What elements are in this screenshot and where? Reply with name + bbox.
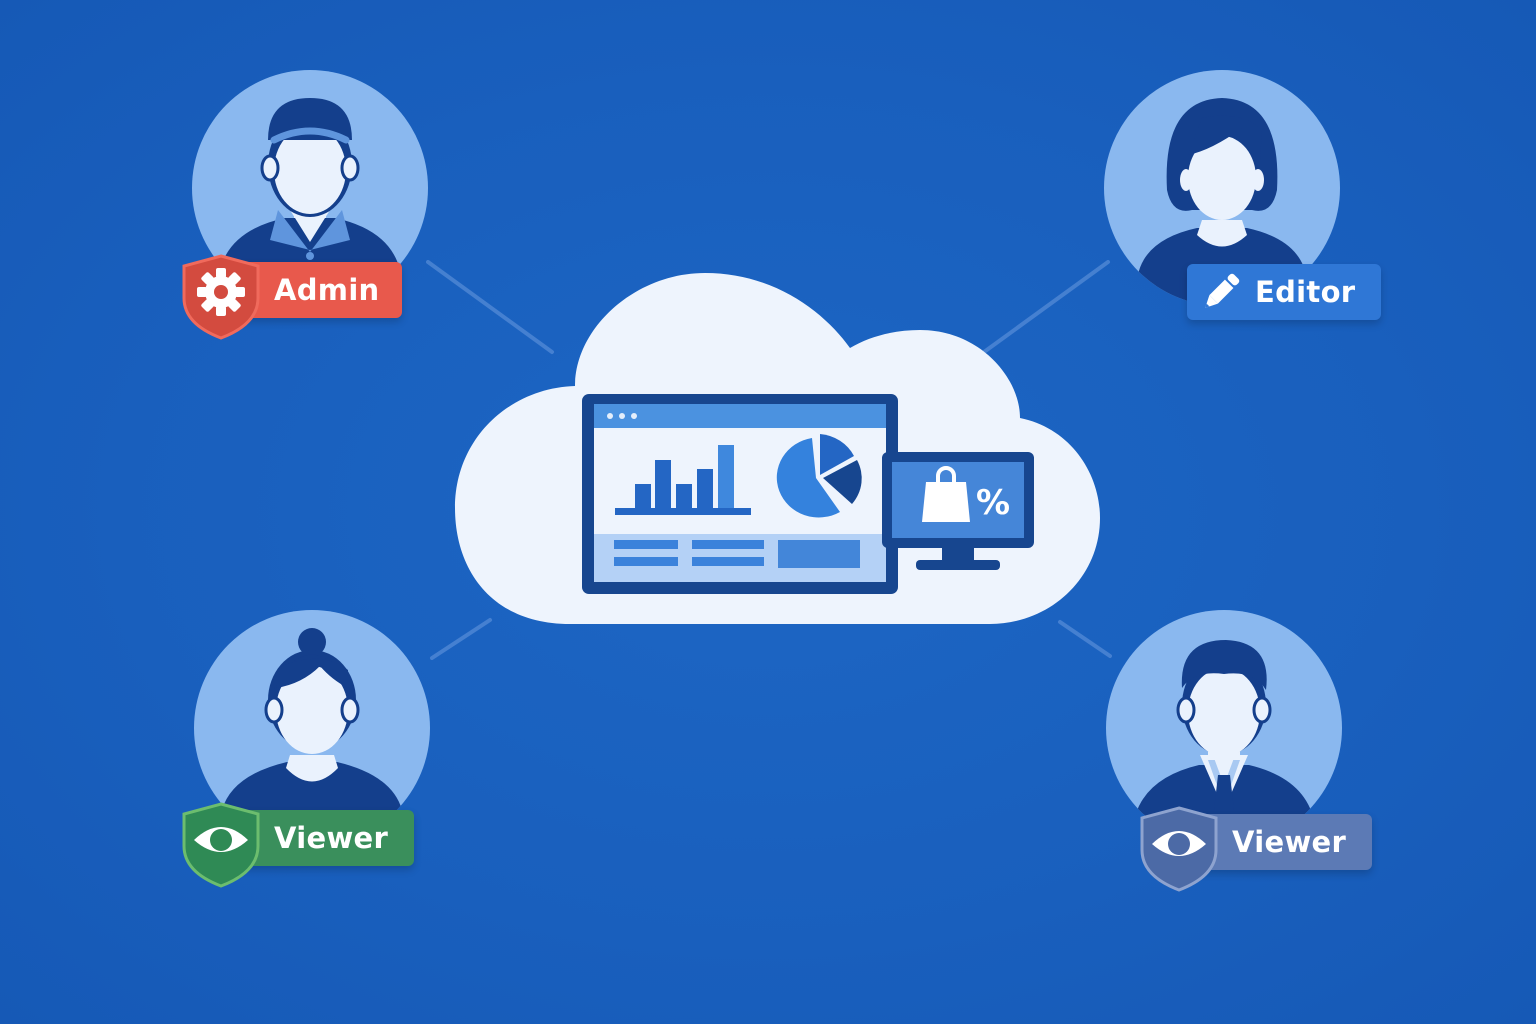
role-label-viewer-2: Viewer xyxy=(1232,825,1347,859)
shield-icon xyxy=(1140,806,1218,892)
pencil-icon xyxy=(1205,273,1240,308)
gear-icon xyxy=(197,268,245,316)
eye-icon xyxy=(194,827,248,852)
role-label-admin: Admin xyxy=(274,273,380,307)
role-badge-admin: Admin xyxy=(176,254,404,340)
role-badge-editor: Editor xyxy=(1187,264,1381,320)
shopping-bag-icon xyxy=(922,466,970,522)
badge-pill: Editor xyxy=(1187,264,1381,320)
bar-chart-icon xyxy=(615,445,751,515)
percent-symbol: % xyxy=(976,483,1010,523)
role-badge-viewer-1: Viewer xyxy=(176,802,416,888)
role-label-editor: Editor xyxy=(1255,275,1356,309)
cloud-platform: % xyxy=(450,268,1110,638)
pie-chart-icon xyxy=(776,434,862,518)
role-badge-viewer-2: Viewer xyxy=(1134,806,1374,892)
badge-pill: Viewer xyxy=(1186,814,1372,870)
monitor-icon: % xyxy=(882,452,1034,570)
shield-icon xyxy=(182,802,260,888)
dashboard-window xyxy=(582,394,898,594)
role-label-viewer-1: Viewer xyxy=(274,821,389,855)
shield-icon xyxy=(182,254,260,340)
eye-icon xyxy=(1152,831,1206,856)
